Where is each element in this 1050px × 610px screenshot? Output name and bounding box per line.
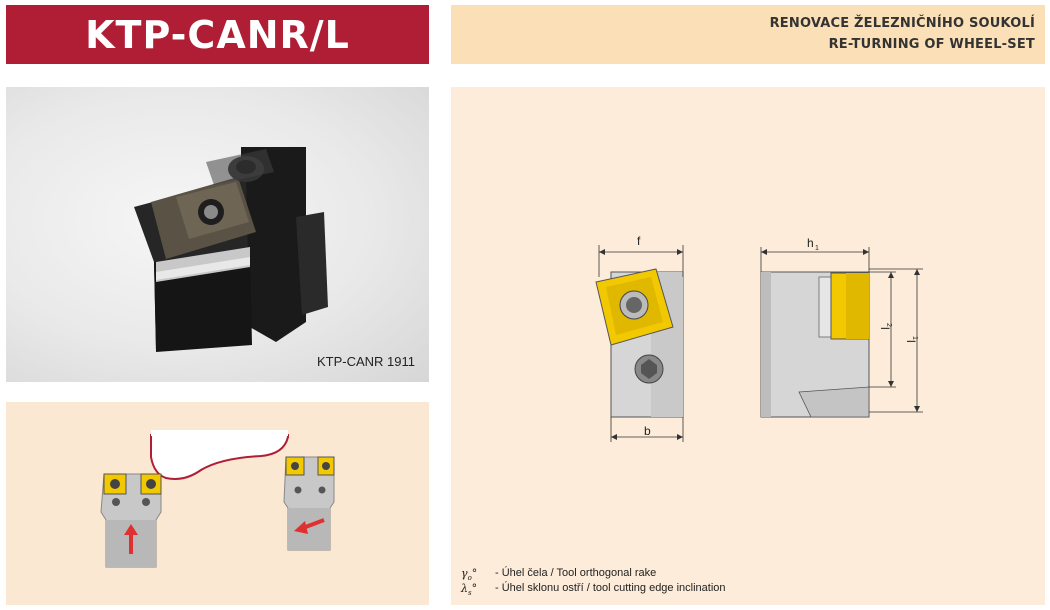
legend-row-inclination: λs° - Úhel sklonu ostří / tool cutting e… xyxy=(461,582,726,597)
dim-b-label: b xyxy=(644,424,651,438)
right-tool xyxy=(283,456,335,551)
legend-symbol: λs° xyxy=(461,582,478,598)
left-tool xyxy=(100,473,162,568)
header-subtitle-box: RENOVACE ŽELEZNIČNÍHO SOUKOLÍ RE-TURNING… xyxy=(451,5,1045,64)
legend-text: - Úhel čela / Tool orthogonal rake xyxy=(495,567,657,579)
usage-illustration xyxy=(6,402,429,605)
subtitle-english: RE-TURNING OF WHEEL-SET xyxy=(828,37,1035,52)
dim-l1-sub: 1 xyxy=(911,336,918,340)
dim-l1-label: l xyxy=(904,340,918,343)
dimension-drawing: f b h 1 l 2 xyxy=(595,234,923,442)
legend-text: - Úhel sklonu ostří / tool cutting edge … xyxy=(495,582,726,594)
dim-l2-label: l xyxy=(878,327,892,330)
legend: γo° - Úhel čela / Tool orthogonal rake λ… xyxy=(461,567,726,597)
product-photo: KTP-CANR 1911 xyxy=(6,87,429,382)
technical-drawing: f b h 1 l 2 xyxy=(451,87,1045,605)
wheel-profile-diagram xyxy=(100,430,335,568)
page-title: KTP-CANR/L xyxy=(85,12,350,57)
dim-h1-sub: 1 xyxy=(815,245,819,252)
subtitle-czech: RENOVACE ŽELEZNIČNÍHO SOUKOLÍ xyxy=(769,16,1035,31)
side-view xyxy=(760,271,870,418)
dim-l2-sub: 2 xyxy=(885,323,892,327)
legend-symbol: γo° xyxy=(461,567,478,583)
title-bar: KTP-CANR/L xyxy=(6,5,429,64)
front-view xyxy=(595,268,684,418)
dim-h1-label: h xyxy=(807,236,814,250)
legend-row-rake: γo° - Úhel čela / Tool orthogonal rake xyxy=(461,567,726,582)
photo-caption: KTP-CANR 1911 xyxy=(316,354,415,369)
dim-f-label: f xyxy=(637,234,641,248)
tool-holder-render xyxy=(134,147,328,352)
